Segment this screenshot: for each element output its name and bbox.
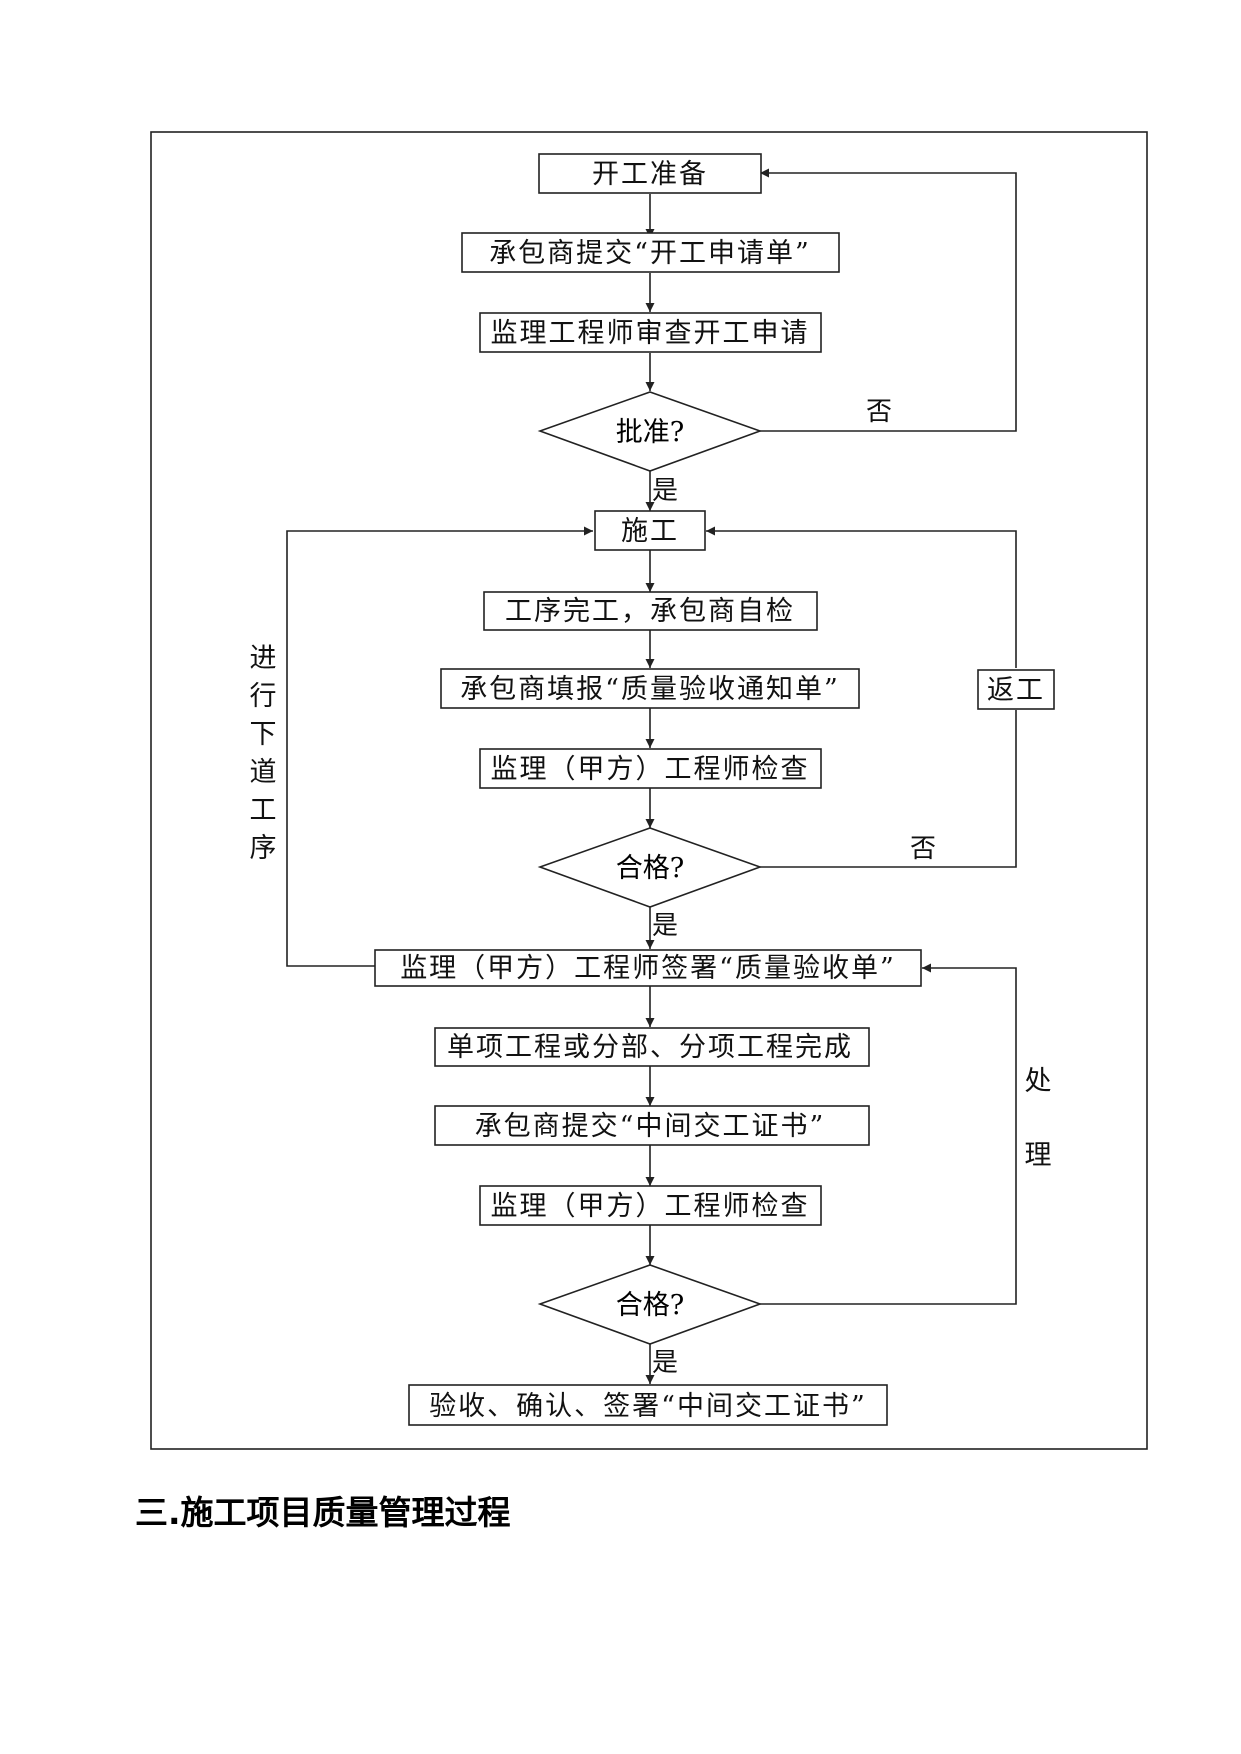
label-next-process-char: 进 bbox=[250, 643, 277, 674]
node-fill-acceptance-notice: 承包商填报“质量验收通知单” bbox=[440, 668, 860, 709]
node-rework-label: 返工 bbox=[987, 675, 1045, 706]
edge-not-approved-loop bbox=[760, 168, 1017, 432]
section-heading: 三.施工项目质量管理过程 bbox=[135, 1493, 511, 1532]
label-next-process-char: 道 bbox=[250, 757, 277, 788]
node-construction-label: 施工 bbox=[621, 516, 679, 547]
node-process-complete-selfcheck-label: 工序完工，承包商自检 bbox=[505, 596, 795, 627]
label-no-approved: 否 bbox=[866, 397, 892, 427]
node-start-prep: 开工准备 bbox=[538, 153, 762, 194]
node-submit-interim-certificate-label: 承包商提交“中间交工证书” bbox=[475, 1111, 826, 1142]
node-sign-quality-acceptance: 监理（甲方）工程师签署“质量验收单” bbox=[374, 949, 922, 987]
node-sign-quality-acceptance-label: 监理（甲方）工程师签署“质量验收单” bbox=[400, 953, 896, 984]
node-subitem-complete: 单项工程或分部、分项工程完成 bbox=[434, 1027, 870, 1067]
label-handle: 处 理 bbox=[1025, 1066, 1052, 1171]
node-accept-confirm-sign-label: 验收、确认、签署“中间交工证书” bbox=[429, 1391, 867, 1422]
label-next-process: 进 行 下 道 工 序 bbox=[250, 643, 277, 864]
label-handle-char: 理 bbox=[1025, 1140, 1052, 1171]
decision-qualified-1: 合格? bbox=[537, 827, 763, 908]
edge-rework-to-construction bbox=[706, 526, 1017, 668]
decision-qualified-2-label: 合格? bbox=[616, 1290, 684, 1321]
label-yes-qualified-2: 是 bbox=[652, 1348, 678, 1378]
node-engineer-inspect-2: 监理（甲方）工程师检查 bbox=[479, 1185, 822, 1226]
node-engineer-inspect-1: 监理（甲方）工程师检查 bbox=[479, 748, 822, 789]
decision-qualified-1-label: 合格? bbox=[616, 853, 684, 884]
node-fill-acceptance-notice-label: 承包商填报“质量验收通知单” bbox=[460, 674, 840, 705]
decision-approved-label: 批准? bbox=[616, 417, 684, 448]
label-next-process-char: 下 bbox=[250, 719, 277, 750]
decision-approved: 批准? bbox=[537, 391, 763, 472]
decision-qualified-2: 合格? bbox=[537, 1264, 763, 1345]
edge-handle-loop bbox=[760, 963, 1017, 1305]
node-start-prep-label: 开工准备 bbox=[592, 159, 708, 190]
node-engineer-review-start: 监理工程师审查开工申请 bbox=[479, 312, 822, 353]
node-accept-confirm-sign: 验收、确认、签署“中间交工证书” bbox=[408, 1384, 888, 1426]
label-next-process-char: 工 bbox=[250, 795, 277, 826]
node-submit-interim-certificate: 承包商提交“中间交工证书” bbox=[434, 1105, 870, 1146]
node-engineer-review-start-label: 监理工程师审查开工申请 bbox=[491, 318, 810, 349]
label-no-qualified-1: 否 bbox=[910, 834, 936, 864]
label-handle-char: 处 bbox=[1025, 1066, 1052, 1097]
node-engineer-inspect-1-label: 监理（甲方）工程师检查 bbox=[491, 754, 810, 785]
label-next-process-char: 行 bbox=[250, 681, 277, 712]
edge-rework-loop bbox=[760, 710, 1017, 868]
label-yes-approved: 是 bbox=[652, 476, 678, 506]
diagram-frame bbox=[150, 131, 1148, 1450]
label-yes-qualified-1: 是 bbox=[652, 911, 678, 941]
node-process-complete-selfcheck: 工序完工，承包商自检 bbox=[483, 591, 818, 631]
node-engineer-inspect-2-label: 监理（甲方）工程师检查 bbox=[491, 1191, 810, 1222]
edges bbox=[286, 168, 1017, 1384]
node-subitem-complete-label: 单项工程或分部、分项工程完成 bbox=[447, 1032, 853, 1063]
node-construction: 施工 bbox=[594, 510, 706, 551]
node-rework: 返工 bbox=[977, 669, 1055, 710]
node-submit-start-application: 承包商提交“开工申请单” bbox=[461, 232, 840, 273]
node-submit-start-application-label: 承包商提交“开工申请单” bbox=[489, 238, 811, 269]
label-next-process-char: 序 bbox=[250, 833, 277, 864]
edge-next-process-loop bbox=[286, 526, 593, 967]
